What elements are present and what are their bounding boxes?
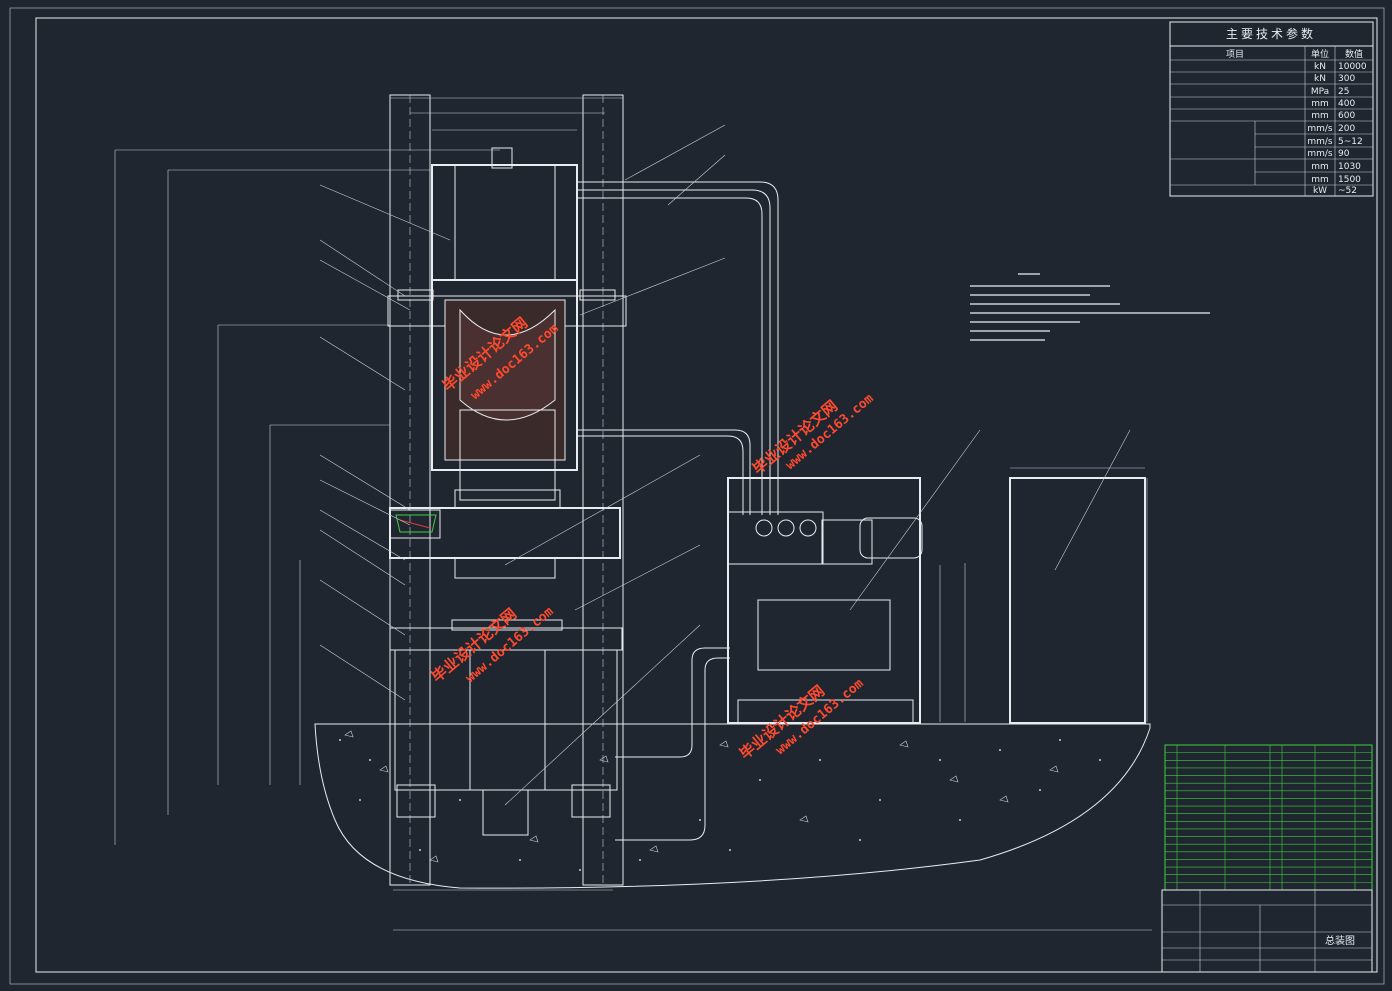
bom-table bbox=[1164, 744, 1373, 891]
inner-border bbox=[35, 17, 1378, 973]
param-unit: mm/s bbox=[1307, 137, 1333, 147]
drawing-title: 总装图 bbox=[1325, 934, 1355, 947]
param-header-item: 项目 bbox=[1226, 49, 1244, 60]
outer-border bbox=[9, 7, 1385, 985]
hydraulic-power-unit bbox=[727, 477, 923, 724]
param-unit: MPa bbox=[1311, 87, 1329, 97]
param-unit: mm bbox=[1311, 162, 1329, 172]
param-value: 1030 bbox=[1338, 162, 1361, 172]
dimension-lines bbox=[114, 97, 1152, 931]
foundation bbox=[314, 723, 1151, 889]
leader-lines bbox=[319, 124, 1131, 806]
param-value: 600 bbox=[1338, 111, 1355, 121]
param-value: 200 bbox=[1338, 124, 1355, 134]
title-block: 总装图 bbox=[1161, 889, 1373, 973]
electrical-cabinet bbox=[1009, 477, 1146, 724]
technical-notes bbox=[970, 273, 1210, 341]
hydraulic-press bbox=[387, 94, 627, 886]
param-value: 1500 bbox=[1338, 175, 1361, 185]
watermarks: 毕业设计论文网 www.doc163.com 毕业设计论文网 www.doc16… bbox=[428, 314, 877, 763]
param-header-value: 数值 bbox=[1345, 48, 1363, 60]
param-unit: mm/s bbox=[1307, 149, 1333, 159]
param-value: 5~12 bbox=[1338, 137, 1363, 147]
param-value: 400 bbox=[1338, 99, 1355, 109]
hydraulic-piping bbox=[577, 181, 779, 841]
param-unit: mm bbox=[1311, 175, 1329, 185]
param-header-unit: 单位 bbox=[1311, 48, 1329, 60]
param-table-title: 主要技术参数 bbox=[1226, 26, 1316, 41]
param-unit: kN bbox=[1314, 74, 1326, 84]
param-value: 90 bbox=[1338, 149, 1350, 159]
param-value: ~52 bbox=[1338, 186, 1357, 196]
param-unit: mm bbox=[1311, 99, 1329, 109]
param-value: 25 bbox=[1338, 87, 1349, 97]
param-value: 300 bbox=[1338, 74, 1355, 84]
param-unit: kN bbox=[1314, 62, 1326, 72]
param-value: 10000 bbox=[1338, 62, 1367, 72]
param-unit: mm bbox=[1311, 111, 1329, 121]
param-unit: mm/s bbox=[1307, 124, 1333, 134]
param-unit: kW bbox=[1313, 186, 1327, 196]
